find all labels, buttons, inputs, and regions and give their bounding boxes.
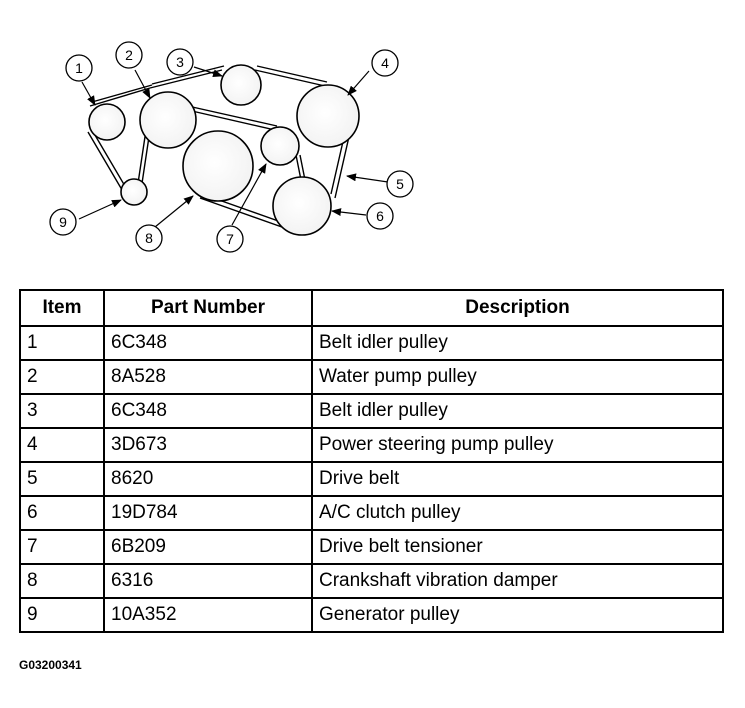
callout-circle: [366, 202, 394, 230]
cell-part-number: 8620: [103, 461, 313, 497]
cell-item: 3: [19, 393, 105, 429]
header-item: Item: [19, 289, 105, 327]
cell-item: 9: [19, 597, 105, 633]
callout-3: 3: [166, 48, 194, 76]
cell-item: 4: [19, 427, 105, 463]
cell-part-number: 19D784: [103, 495, 313, 531]
callout-circle: [216, 225, 244, 253]
cell-part-number: 8A528: [103, 359, 313, 395]
callout-circle: [166, 48, 194, 76]
leader-1: [81, 81, 96, 106]
header-description: Description: [311, 289, 724, 327]
callout-label: 2: [125, 47, 133, 63]
cell-part-number: 6C348: [103, 325, 313, 361]
pulley-8-crankshaft-damper: [182, 130, 254, 202]
cell-item: 5: [19, 461, 105, 497]
table-header-row: Item Part Number Description: [19, 289, 724, 327]
callout-label: 7: [226, 231, 234, 247]
callout-label: 5: [396, 176, 404, 192]
leader-9: [78, 199, 122, 220]
cell-part-number: 6316: [103, 563, 313, 599]
callout-circle: [135, 224, 163, 252]
cell-item: 1: [19, 325, 105, 361]
callout-circle: [49, 208, 77, 236]
callout-5: 5: [386, 170, 414, 198]
leader-5: [346, 173, 389, 183]
callout-group: 1 2 3 4 56 7 8 9: [49, 41, 414, 253]
cell-item: 7: [19, 529, 105, 565]
cell-description: Drive belt: [311, 461, 724, 497]
leader-3: [193, 66, 223, 78]
callout-2: 2: [115, 41, 143, 69]
pulley-4-power-steering: [296, 84, 360, 148]
callout-circle: [65, 54, 93, 82]
leader-4: [347, 70, 370, 96]
cell-part-number: 6C348: [103, 393, 313, 429]
callout-label: 9: [59, 214, 67, 230]
callout-circle: [115, 41, 143, 69]
pulley-9-generator: [120, 178, 148, 206]
callout-circle: [371, 49, 399, 77]
callout-circle: [386, 170, 414, 198]
leader-8: [154, 195, 194, 228]
pulley-1-belt-idler: [88, 103, 126, 141]
callout-7: 7: [216, 225, 244, 253]
callout-label: 4: [381, 55, 389, 71]
pulley-3-belt-idler: [220, 64, 262, 106]
cell-part-number: 6B209: [103, 529, 313, 565]
callout-1: 1: [65, 54, 93, 82]
callout-9: 9: [49, 208, 77, 236]
pulley-6-ac-clutch: [272, 176, 332, 236]
leader-6: [331, 208, 367, 217]
callout-label: 1: [75, 60, 83, 76]
cell-item: 8: [19, 563, 105, 599]
leader-7: [231, 163, 267, 226]
pulley-2-water-pump: [139, 91, 197, 149]
cell-description: Belt idler pulley: [311, 325, 724, 361]
cell-item: 6: [19, 495, 105, 531]
pulley-7-tensioner: [260, 126, 300, 166]
header-part-number: Part Number: [103, 289, 313, 327]
cell-description: Power steering pump pulley: [311, 427, 724, 463]
callout-6: 6: [366, 202, 394, 230]
cell-description: Water pump pulley: [311, 359, 724, 395]
cell-description: Drive belt tensioner: [311, 529, 724, 565]
cell-description: Belt idler pulley: [311, 393, 724, 429]
cell-part-number: 10A352: [103, 597, 313, 633]
callout-label: 8: [145, 230, 153, 246]
belt-routing-diagram: 1 2 3 4 56 7 8 9: [49, 41, 414, 253]
callout-label: 3: [176, 54, 184, 70]
cell-item: 2: [19, 359, 105, 395]
cell-part-number: 3D673: [103, 427, 313, 463]
leader-2: [134, 69, 151, 99]
cell-description: Generator pulley: [311, 597, 724, 633]
figure-id: G03200341: [19, 658, 82, 672]
callout-label: 6: [376, 208, 384, 224]
cell-description: Crankshaft vibration damper: [311, 563, 724, 599]
callout-4: 4: [371, 49, 399, 77]
cell-description: A/C clutch pulley: [311, 495, 724, 531]
callout-8: 8: [135, 224, 163, 252]
